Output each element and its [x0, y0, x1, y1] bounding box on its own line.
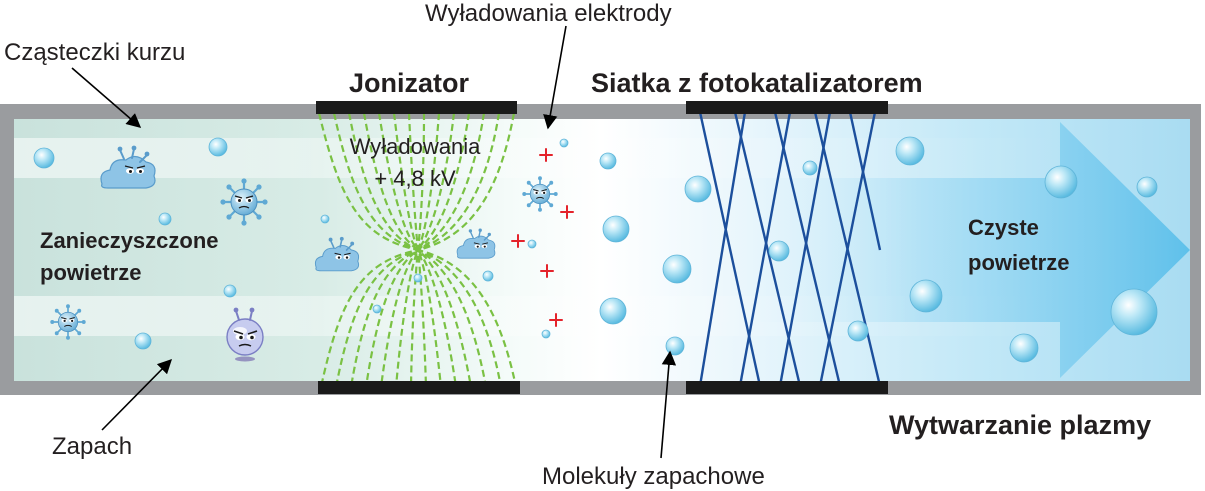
- clean-air-label-line2: powietrze: [968, 250, 1070, 275]
- polluted-air-label-line2: powietrze: [40, 260, 142, 285]
- odor-molecule-bubbles: [33, 136, 1158, 363]
- mesh-bottom-frame: [686, 381, 888, 394]
- electrode-discharges-label: Wyładowania elektrody: [425, 0, 672, 27]
- odor-molecules-label: Molekuły zapachowe: [542, 463, 765, 490]
- ionizer-top-electrode: [316, 101, 517, 114]
- discharge-voltage-label-line1: Wyładowania: [349, 134, 481, 159]
- mesh-top-frame: [686, 101, 888, 114]
- polluted-air-label-line1: Zanieczyszczone: [40, 228, 219, 253]
- odor-label: Zapach: [52, 433, 133, 460]
- ionizer-heading: Jonizator: [349, 68, 470, 98]
- photocatalyst-mesh: [698, 111, 882, 387]
- discharge-voltage-label-line2: + 4,8 kV: [374, 166, 456, 191]
- plus-ions: [511, 148, 574, 327]
- clean-air-label-line1: Czyste: [968, 215, 1039, 240]
- plasma-generation-heading: Wytwarzanie plazmy: [889, 410, 1152, 440]
- callout-arrows: [71, 25, 677, 459]
- ionizer-field-lines: [317, 112, 518, 388]
- photocatalyst-mesh-heading: Siatka z fotokatalizatorem: [591, 68, 923, 98]
- dust-particles-label: Cząsteczki kurzu: [4, 39, 186, 66]
- ionizer-bottom-electrode: [318, 381, 520, 394]
